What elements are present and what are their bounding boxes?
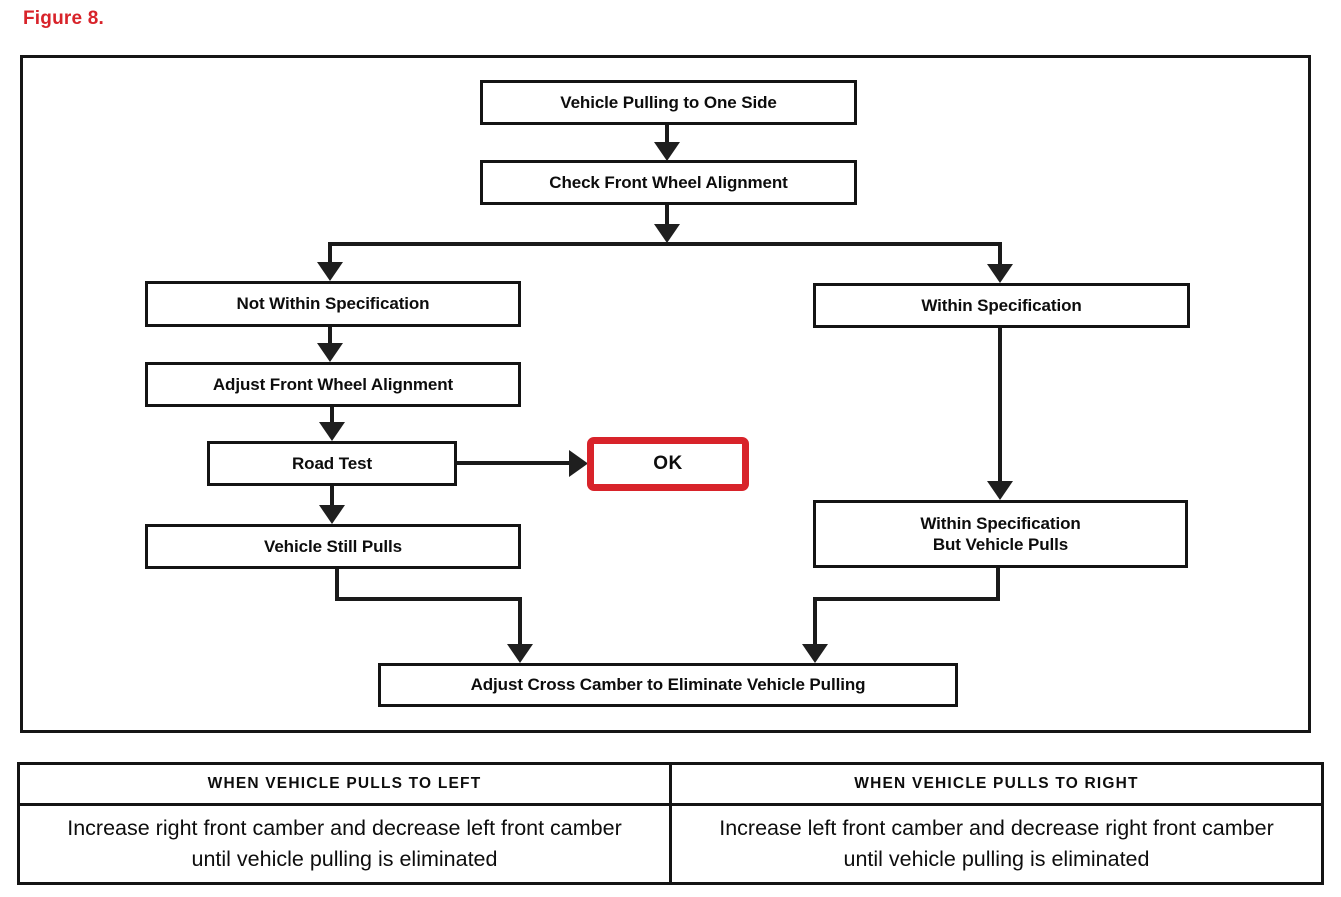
node-ok: OK [587, 437, 749, 491]
arrow-stillpulls-to-crosscamber [335, 569, 533, 663]
node-check-alignment-label: Check Front Wheel Alignment [549, 172, 788, 192]
node-within-spec-but-pulls-line2: But Vehicle Pulls [932, 535, 1069, 554]
node-within-spec-label: Within Specification [921, 295, 1082, 315]
node-check-alignment: Check Front Wheel Alignment [480, 160, 857, 205]
arrow-adjust-to-roadtest [319, 407, 345, 441]
node-within-spec-but-pulls: Within Specification But Vehicle Pulls [813, 500, 1188, 568]
camber-adjustment-table: WHEN VEHICLE PULLS TO LEFT WHEN VEHICLE … [17, 762, 1324, 885]
node-adjust-cross-camber-label: Adjust Cross Camber to Eliminate Vehicle… [470, 675, 866, 695]
node-ok-label: OK [653, 453, 683, 475]
arrow-check-to-branch [654, 205, 680, 243]
node-vehicle-pulling: Vehicle Pulling to One Side [480, 80, 857, 125]
table-header-pulls-left: WHEN VEHICLE PULLS TO LEFT [17, 762, 672, 806]
arrow-notwithin-to-adjust [317, 327, 343, 362]
node-vehicle-pulling-label: Vehicle Pulling to One Side [560, 92, 777, 112]
arrow-roadtest-to-stillpulls [319, 486, 345, 524]
node-not-within-spec: Not Within Specification [145, 281, 521, 327]
node-road-test: Road Test [207, 441, 457, 486]
table-cell-pulls-left: Increase right front camber and decrease… [17, 803, 672, 885]
arrow-butpulls-to-crosscamber [802, 568, 1000, 663]
flowchart-frame: Vehicle Pulling to One Side Check Front … [20, 55, 1311, 733]
arrow-roadtest-to-ok [457, 450, 588, 477]
flowchart-connectors [317, 125, 1013, 663]
arrow-branch-to-not-within [317, 242, 343, 281]
node-adjust-alignment-label: Adjust Front Wheel Alignment [212, 374, 454, 394]
node-vehicle-still-pulls: Vehicle Still Pulls [145, 524, 521, 569]
node-vehicle-still-pulls-label: Vehicle Still Pulls [264, 536, 402, 556]
node-adjust-alignment: Adjust Front Wheel Alignment [145, 362, 521, 407]
table-header-pulls-right: WHEN VEHICLE PULLS TO RIGHT [669, 762, 1324, 806]
arrow-start-to-check [654, 125, 680, 161]
node-within-spec-but-pulls-line1: Within Specification [920, 513, 1081, 533]
arrow-within-to-butpulls [987, 328, 1013, 500]
table-header-row: WHEN VEHICLE PULLS TO LEFT WHEN VEHICLE … [17, 762, 1324, 806]
node-within-spec: Within Specification [813, 283, 1190, 328]
node-road-test-label: Road Test [291, 453, 373, 473]
table-body-row: Increase right front camber and decrease… [17, 803, 1324, 885]
node-adjust-cross-camber: Adjust Cross Camber to Eliminate Vehicle… [378, 663, 958, 707]
arrow-branch-to-within [987, 242, 1013, 283]
table-cell-pulls-right: Increase left front camber and decrease … [669, 803, 1324, 885]
figure-label: Figure 8. [23, 8, 104, 29]
node-not-within-spec-label: Not Within Specification [236, 294, 430, 314]
